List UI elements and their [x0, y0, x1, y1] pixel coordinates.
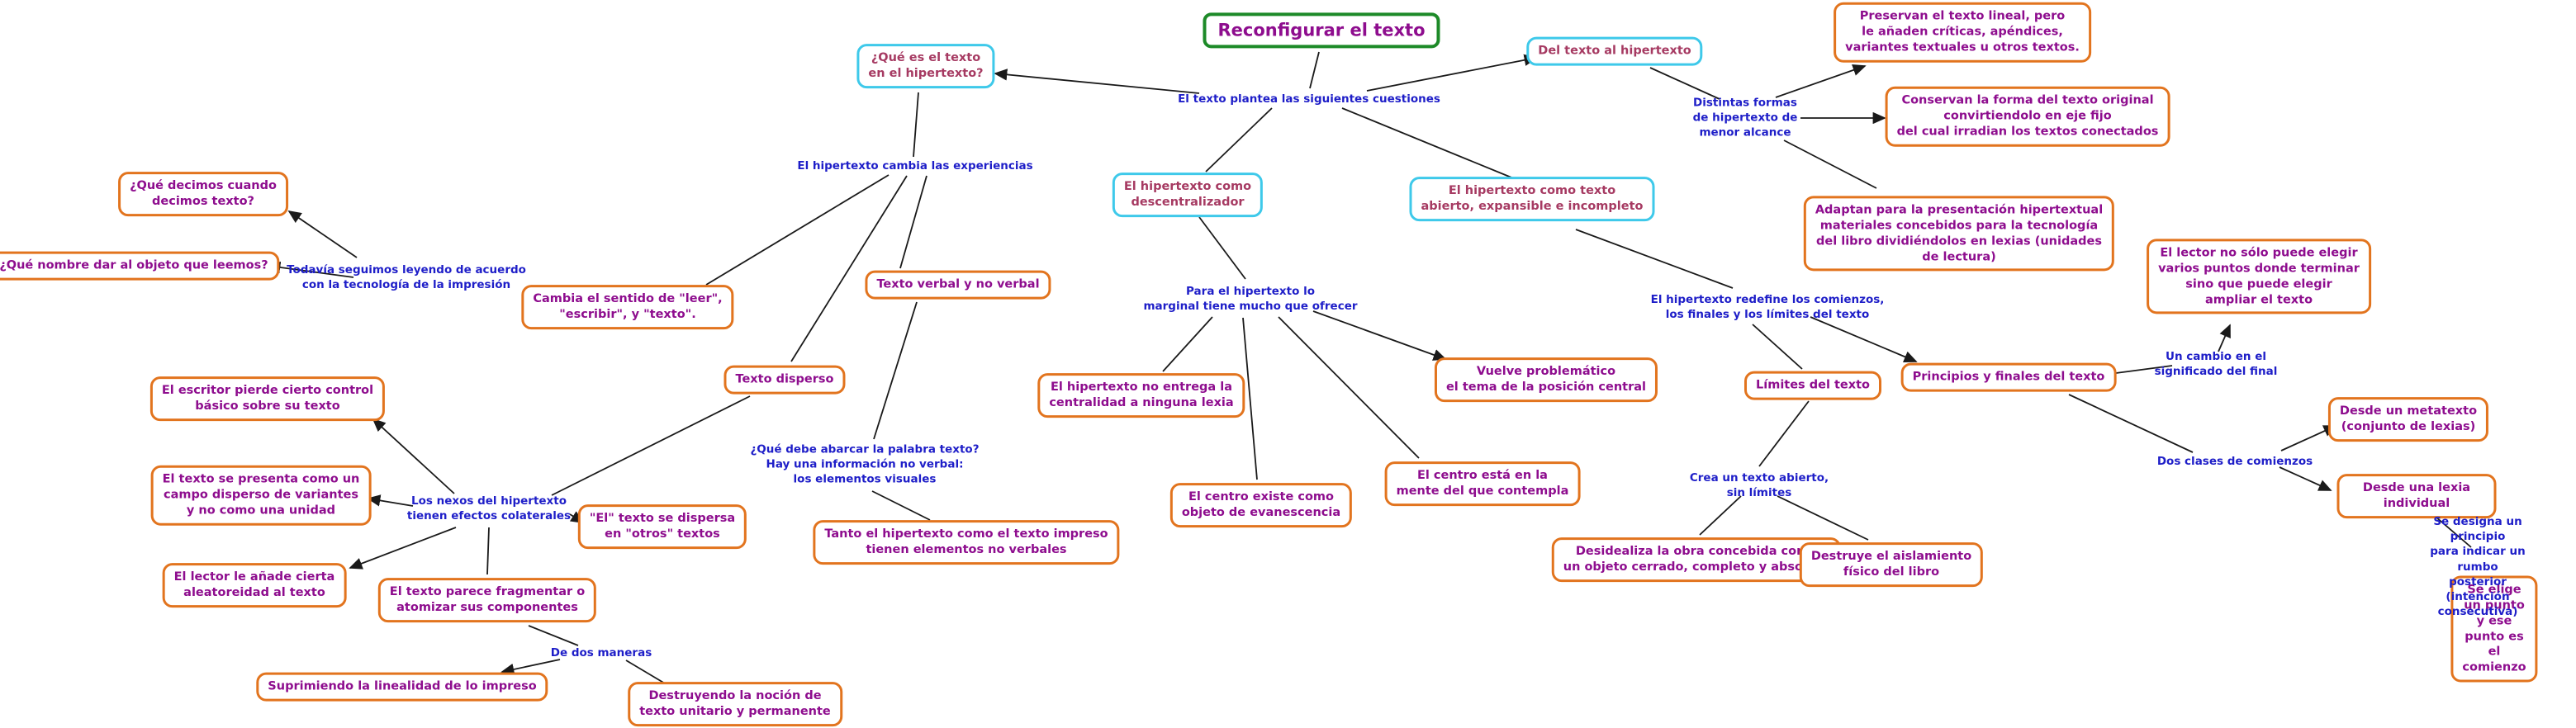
- concept-node-desidealiza[interactable]: Desidealiza la obra concebida como un ob…: [1551, 537, 1842, 582]
- linking-phrase-dos-clases[interactable]: Dos clases de comienzos: [2156, 454, 2313, 468]
- linking-phrase-plantea[interactable]: El texto plantea las siguientes cuestion…: [1178, 92, 1440, 106]
- edge-41: [2279, 466, 2332, 491]
- edge-0: [1309, 51, 1320, 89]
- concept-node-conservan[interactable]: Conservan la forma del texto original co…: [1885, 86, 2170, 147]
- concept-node-suprimiendo[interactable]: Suprimiendo la linealidad de lo impreso: [256, 672, 548, 702]
- edge-9: [873, 301, 918, 440]
- linking-phrase-para-marginal[interactable]: Para el hipertexto lo marginal tiene muc…: [1143, 284, 1358, 313]
- edge-35: [1699, 495, 1742, 536]
- edge-21: [625, 659, 666, 684]
- edge-17: [349, 527, 457, 570]
- concept-node-principios-finales[interactable]: Principios y finales del texto: [1900, 362, 2117, 392]
- concept-node-texto-fragmentar[interactable]: El texto parece fragmentar o atomizar su…: [377, 578, 597, 622]
- concept-node-campo-disperso[interactable]: El texto se presenta como un campo dispe…: [150, 465, 372, 526]
- edge-31: [1575, 229, 1734, 289]
- concept-node-texto-disperso[interactable]: Texto disperso: [723, 365, 846, 395]
- edge-30: [1312, 310, 1447, 361]
- concept-node-limites-texto[interactable]: Límites del texto: [1744, 371, 1881, 400]
- linking-phrase-nexos[interactable]: Los nexos del hipertexto tienen efectos …: [406, 494, 572, 522]
- concept-node-texto-abierto[interactable]: El hipertexto como texto abierto, expans…: [1409, 177, 1655, 221]
- concept-node-que-decimos[interactable]: ¿Qué decimos cuando decimos texto?: [118, 172, 288, 216]
- edge-7: [790, 175, 908, 362]
- edge-12: [267, 261, 354, 278]
- edge-5: [913, 92, 919, 158]
- concept-node-centro-existe[interactable]: El centro existe como objeto de evanesce…: [1169, 483, 1353, 527]
- edge-39: [2068, 394, 2194, 453]
- edge-18: [486, 527, 490, 575]
- concept-node-lexia-individual[interactable]: Desde una lexia individual: [2336, 474, 2497, 518]
- edge-4: [1341, 107, 1512, 178]
- edge-40: [2280, 425, 2337, 451]
- concept-node-preservan[interactable]: Preservan el texto lineal, pero le añade…: [1834, 2, 2091, 63]
- concept-node-no-entrega[interactable]: El hipertexto no entrega la centralidad …: [1037, 373, 1245, 418]
- edge-20: [500, 659, 561, 676]
- concept-node-se-elige[interactable]: Se elige un punto y ese punto es el comi…: [2450, 575, 2538, 683]
- linking-phrase-distintas[interactable]: Distintas formas de hipertexto de menor …: [1692, 96, 1798, 140]
- edge-25: [1783, 139, 1877, 189]
- edge-11: [287, 210, 358, 258]
- edge-8: [899, 175, 927, 269]
- linking-phrase-un-cambio[interactable]: Un cambio en el significado del final: [2154, 349, 2278, 378]
- concept-node-metatexto[interactable]: Desde un metatexto (conjunto de lexias): [2327, 397, 2489, 442]
- edge-29: [1278, 316, 1420, 459]
- edge-26: [1198, 216, 1246, 280]
- edge-32: [1752, 324, 1803, 370]
- linking-phrase-dos-maneras[interactable]: De dos maneras: [550, 645, 652, 659]
- edge-6: [705, 174, 890, 286]
- edge-13: [551, 395, 751, 496]
- edge-10: [871, 490, 931, 521]
- edge-15: [367, 494, 414, 507]
- edge-22: [1649, 67, 1720, 100]
- edge-38: [2218, 324, 2231, 352]
- edge-36: [1777, 495, 1869, 541]
- concept-node-destruye-aislamiento[interactable]: Destruye el aislamiento físico del libro: [1799, 542, 1984, 587]
- edge-23: [1775, 64, 1867, 98]
- concept-node-descentralizador[interactable]: El hipertexto como descentralizador: [1112, 173, 1264, 217]
- linking-phrase-se-designa[interactable]: Se designa un principio para indicar un …: [2430, 515, 2526, 619]
- concept-node-escritor-pierde[interactable]: El escritor pierde cierto control básico…: [149, 376, 386, 421]
- concept-node-lector-aleatoreidad[interactable]: El lector le añade cierta aleatoreidad a…: [162, 563, 347, 607]
- linking-phrase-redefine[interactable]: El hipertexto redefine los comienzos, lo…: [1650, 292, 1885, 321]
- concept-node-texto-dispersa[interactable]: "El" texto se dispersa en "otros" textos: [577, 504, 747, 549]
- concept-node-que-nombre[interactable]: ¿Qué nombre dar al objeto que leemos?: [0, 251, 280, 281]
- linking-phrase-todavia[interactable]: Todavía seguimos leyendo de acuerdo con …: [287, 262, 526, 291]
- edge-28: [1242, 317, 1258, 480]
- edge-2: [1366, 54, 1538, 92]
- linking-phrase-que-abarcar[interactable]: ¿Qué debe abarcar la palabra texto? Hay …: [750, 442, 980, 487]
- concept-node-cambia-sentido[interactable]: Cambia el sentido de "leer", "escribir",…: [521, 285, 734, 329]
- concept-node-lector-elegir[interactable]: El lector no sólo puede elegir varios pu…: [2147, 239, 2371, 314]
- linking-phrase-crea-texto[interactable]: Crea un texto abierto, sin límites: [1689, 470, 1829, 499]
- concept-node-vuelve-problematico[interactable]: Vuelve problemático el tema de la posici…: [1434, 357, 1658, 402]
- edge-1: [994, 69, 1200, 94]
- edge-27: [1162, 316, 1213, 372]
- concept-node-que-es-texto[interactable]: ¿Qué es el texto en el hipertexto?: [856, 44, 995, 88]
- edge-14: [372, 418, 455, 494]
- concept-node-tanto-hipertexto[interactable]: Tanto el hipertexto como el texto impres…: [813, 520, 1120, 565]
- edge-19: [528, 625, 579, 646]
- concept-node-texto-verbal[interactable]: Texto verbal y no verbal: [865, 270, 1051, 300]
- edge-3: [1205, 107, 1273, 173]
- edge-34: [1758, 400, 1810, 467]
- edge-37: [2115, 365, 2173, 374]
- concept-node-destruyendo[interactable]: Destruyendo la noción de texto unitario …: [628, 682, 842, 726]
- concept-node-centro-mente[interactable]: El centro está en la mente del que conte…: [1384, 461, 1581, 506]
- concept-node-del-texto[interactable]: Del texto al hipertexto: [1526, 36, 1703, 66]
- edge-33: [1810, 316, 1918, 363]
- concept-node-adaptan[interactable]: Adaptan para la presentación hipertextua…: [1803, 196, 2115, 272]
- concept-node-reconfigurar[interactable]: Reconfigurar el texto: [1203, 12, 1440, 49]
- linking-phrase-cambia-exp[interactable]: El hipertexto cambia las experiencias: [797, 158, 1033, 173]
